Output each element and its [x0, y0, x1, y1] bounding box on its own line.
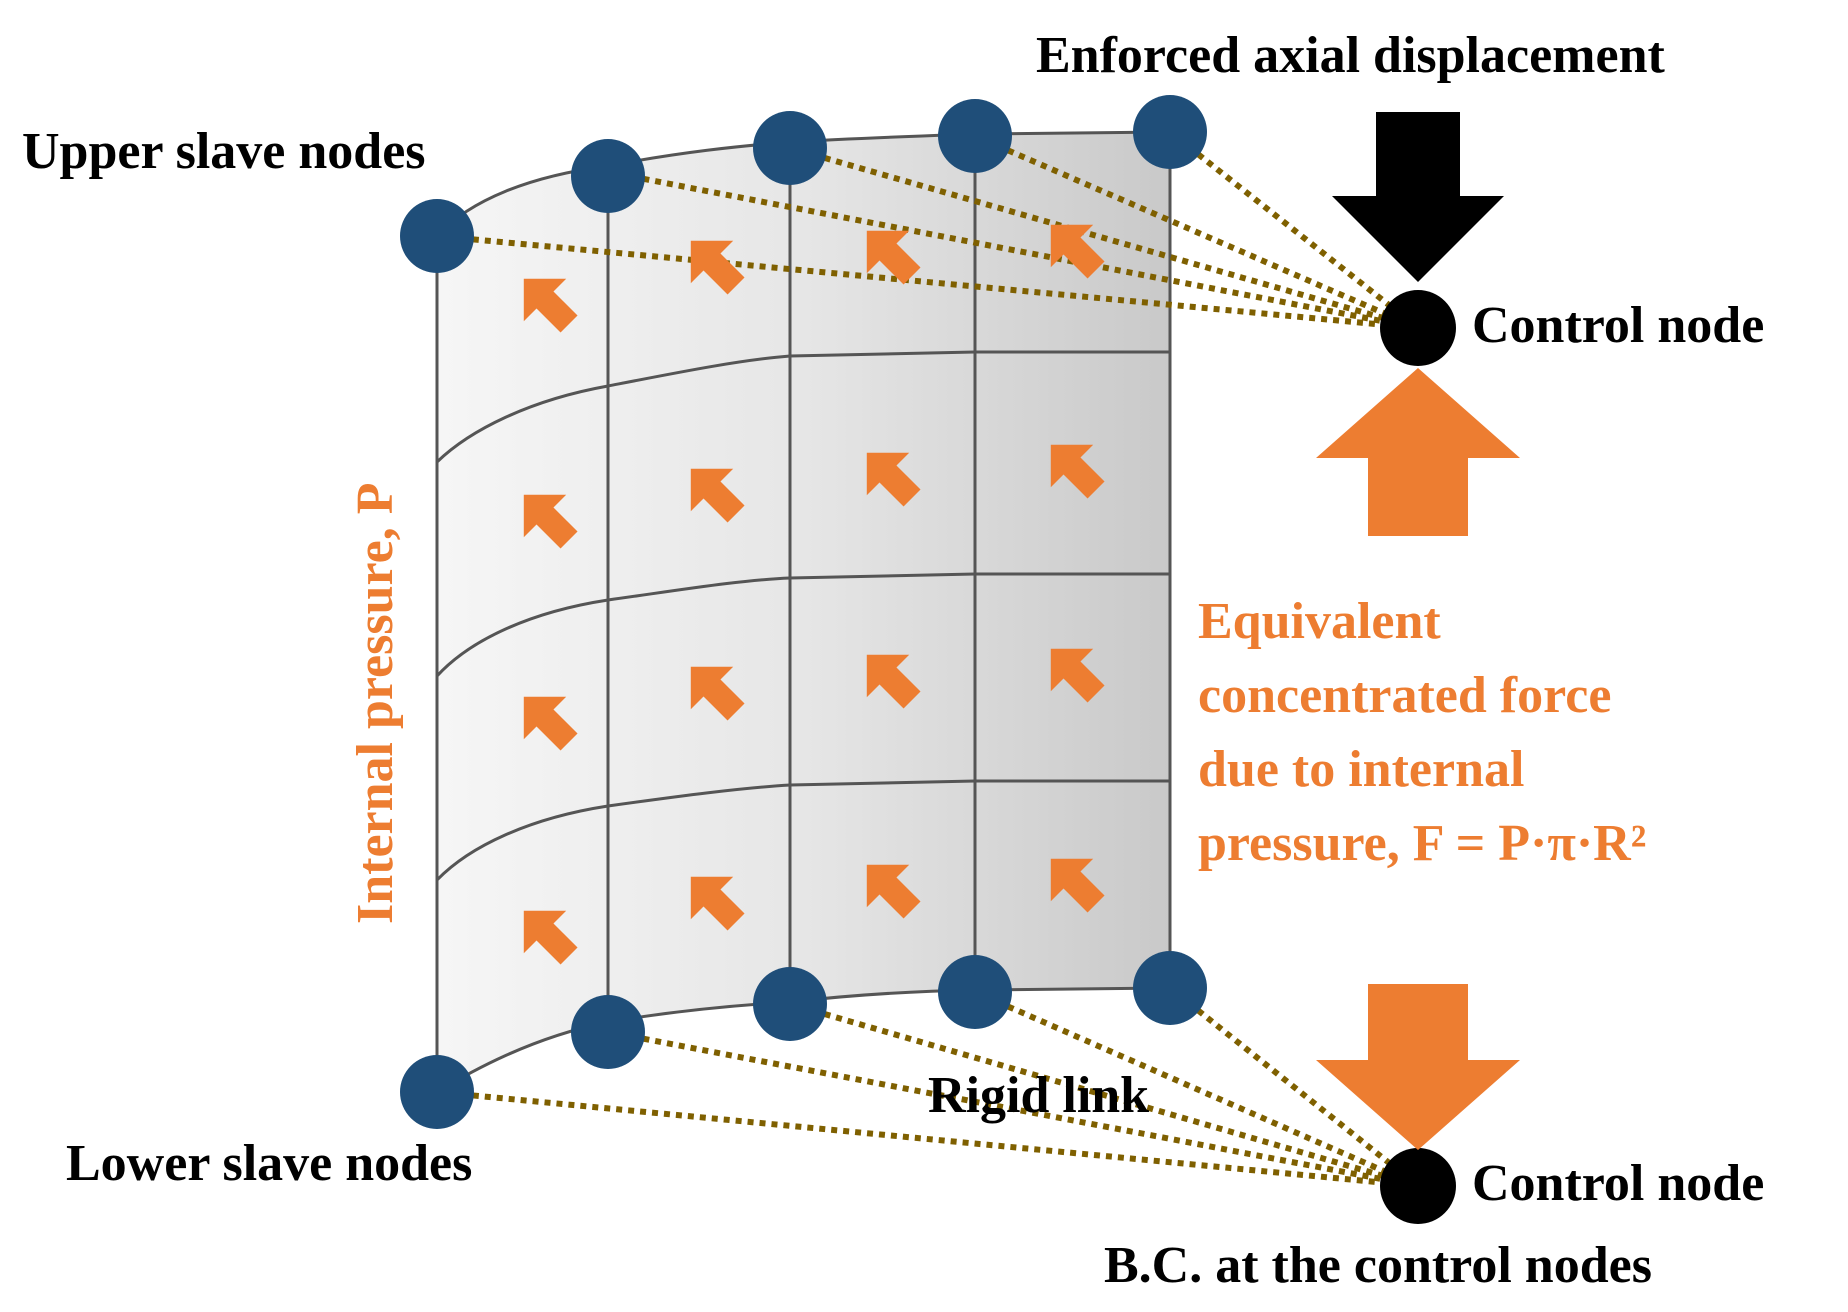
label-control-node-bottom: Control node	[1472, 1155, 1764, 1212]
label-internal-pressure: Internal pressure, P	[347, 482, 404, 924]
rigid-link-line	[436, 233, 1419, 331]
lower-slave-node	[753, 967, 827, 1041]
lower-slave-node	[400, 1055, 474, 1129]
control-node-bottom	[1380, 1148, 1456, 1224]
equivalent-force-line-2: concentrated force	[1198, 667, 1611, 724]
enforced-displacement-arrow	[1332, 112, 1504, 282]
label-control-node-top: Control node	[1472, 297, 1764, 354]
upper-slave-node	[753, 111, 827, 185]
label-upper-slave-nodes: Upper slave nodes	[22, 123, 426, 180]
equivalent-force-line-4: pressure, F = P·π·R²	[1198, 815, 1646, 872]
hoop-line	[435, 350, 1170, 464]
rigid-link-line	[789, 1001, 1419, 1189]
rigid-link-line	[789, 145, 1419, 331]
equivalent-force-arrow-up	[1316, 368, 1520, 536]
label-enforced-axial-displacement: Enforced axial displacement	[1036, 27, 1665, 84]
equivalent-force-line-1: Equivalent	[1198, 593, 1441, 650]
equivalent-force-label: Equivalent concentrated force due to int…	[1198, 593, 1646, 872]
label-rigid-link: Rigid link	[928, 1067, 1149, 1124]
upper-slave-node	[571, 139, 645, 213]
lower-slave-node	[938, 955, 1012, 1029]
control-node-top	[1380, 290, 1456, 366]
lower-slave-node	[571, 995, 645, 1069]
upper-slave-nodes	[400, 95, 1207, 273]
rigid-link-line	[436, 1089, 1419, 1189]
label-lower-slave-nodes: Lower slave nodes	[66, 1135, 472, 1192]
hoop-line	[435, 572, 1170, 678]
rigid-link-line	[1168, 129, 1420, 331]
rigid-link-line	[1168, 985, 1420, 1189]
upper-slave-node	[938, 99, 1012, 173]
equivalent-force-line-3: due to internal	[1198, 741, 1524, 798]
lower-slave-nodes	[400, 951, 1207, 1129]
rigid-links	[436, 129, 1420, 1189]
mesh-axial-lines	[606, 136, 977, 1028]
rigid-link-line	[973, 989, 1420, 1189]
label-bc-control-nodes: B.C. at the control nodes	[1104, 1237, 1652, 1294]
mesh-hoop-lines	[435, 350, 1170, 882]
rigid-link-line	[607, 169, 1419, 331]
bc-force-arrow-down	[1316, 984, 1520, 1150]
upper-slave-node	[400, 199, 474, 273]
lower-slave-node	[1133, 951, 1207, 1025]
rigid-link-line	[607, 1029, 1419, 1189]
rigid-link-line	[973, 133, 1420, 331]
hoop-line	[435, 779, 1170, 882]
upper-slave-node	[1133, 95, 1207, 169]
